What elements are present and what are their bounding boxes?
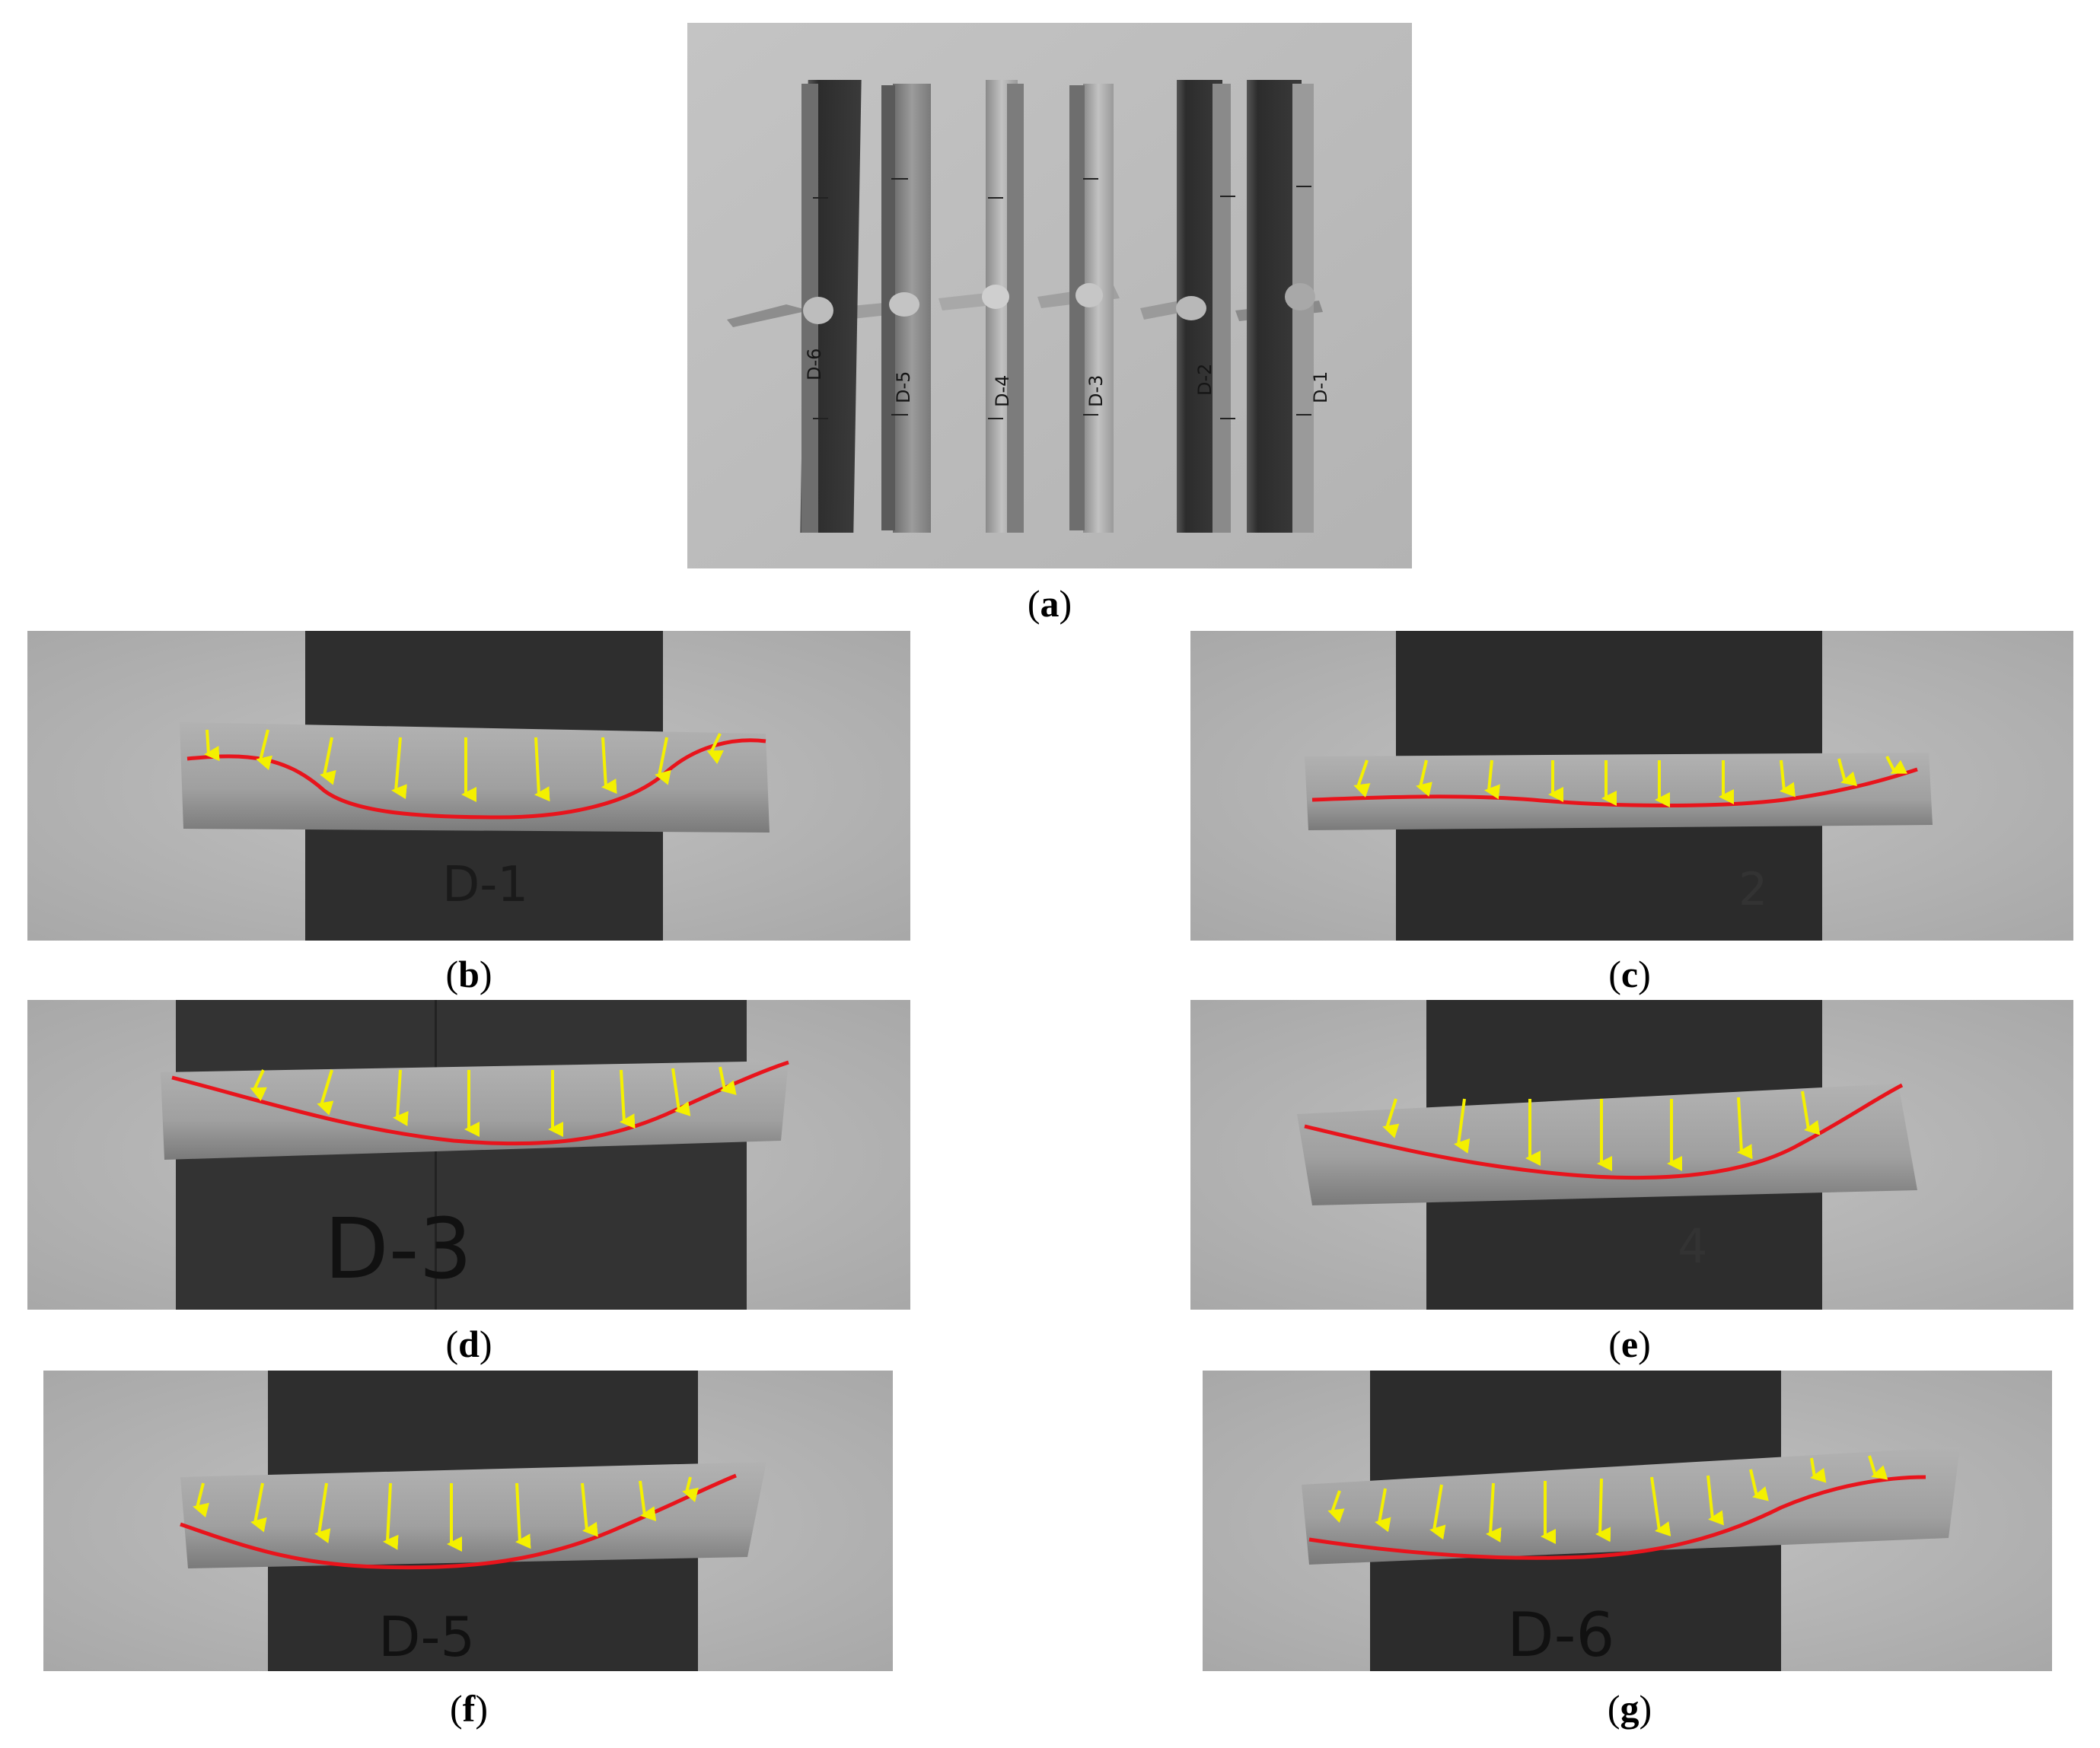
specimen-label-f: D-5 (378, 1605, 475, 1669)
caption-d: (d) (445, 1323, 492, 1365)
overview-label-4: D-2 (1194, 364, 1216, 396)
caption-a: (a) (1027, 582, 1072, 625)
specimen-label-b: D-1 (442, 857, 528, 913)
fracture-photo-b: D-1 (27, 631, 910, 941)
overview-label-0: D-6 (804, 349, 825, 380)
photo-panel-g: D-6 (1203, 1371, 2052, 1671)
photo-panel-d: D-3 (27, 1000, 910, 1310)
caption-g: (g) (1607, 1687, 1652, 1730)
specimens-overview-photo: D-6 D-5 D-4 D-3 D-2 D-1 (687, 23, 1412, 568)
fracture-photo-g: D-6 (1203, 1371, 2052, 1671)
specimen-label-d: D-3 (324, 1200, 472, 1297)
photo-panel-e: 4 (1190, 1000, 2073, 1310)
overview-label-5: D-1 (1310, 371, 1331, 403)
caption-c: (c) (1608, 953, 1651, 995)
specimen-label-e: 4 (1678, 1218, 1707, 1274)
fracture-photo-c: 2 (1190, 631, 2073, 941)
caption-e: (e) (1608, 1323, 1651, 1365)
photo-panel-f: D-5 (43, 1371, 893, 1671)
specimen-label-g: D-6 (1507, 1600, 1614, 1670)
photo-panel-b: D-1 (27, 631, 910, 941)
fracture-photo-f: D-5 (43, 1371, 893, 1671)
overview-label-1: D-5 (893, 371, 914, 403)
overview-label-2: D-4 (992, 375, 1013, 407)
caption-f: (f) (450, 1687, 488, 1730)
specimen-label-c: 2 (1738, 863, 1767, 916)
overview-label-3: D-3 (1085, 375, 1107, 407)
photo-panel-c: 2 (1190, 631, 2073, 941)
fracture-photo-e: 4 (1190, 1000, 2073, 1310)
caption-b: (b) (445, 953, 492, 995)
photo-panel-a: D-6 D-5 D-4 D-3 D-2 D-1 (687, 23, 1412, 568)
fracture-photo-d: D-3 (27, 1000, 910, 1310)
